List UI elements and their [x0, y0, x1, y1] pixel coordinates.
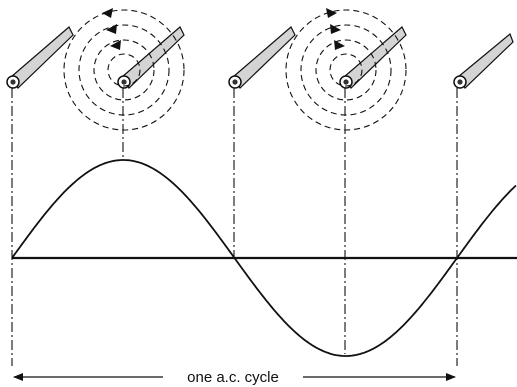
conductor-core	[457, 79, 463, 85]
cycle-span: one a.c. cycle	[13, 369, 456, 386]
guide-lines	[11, 88, 458, 366]
field-ring	[285, 9, 407, 131]
conductor-1	[6, 26, 74, 89]
conductor-body	[232, 26, 296, 89]
cycle-label: one a.c. cycle	[187, 369, 279, 386]
conductor-core	[232, 79, 238, 85]
arrow-right-icon	[330, 24, 341, 34]
arrow-right-icon	[326, 8, 337, 18]
field-arrows-clockwise	[326, 8, 345, 50]
field-ring	[107, 53, 141, 87]
arrow-left-icon	[106, 24, 117, 34]
field-ring	[78, 24, 170, 116]
magnetic-field-1	[63, 9, 185, 131]
arrow-left-icon	[110, 40, 121, 50]
conductor-5	[453, 33, 514, 89]
field-arrows-counter-clockwise	[102, 8, 121, 50]
field-ring	[329, 53, 363, 87]
conductor-core	[121, 79, 127, 85]
conductor-body	[10, 26, 74, 89]
conductor-3	[228, 26, 296, 89]
field-ring	[93, 39, 155, 101]
field-ring	[300, 24, 392, 116]
magnetic-field-2	[285, 9, 407, 131]
field-ring	[63, 9, 185, 131]
ac-waveform	[11, 159, 517, 357]
arrow-right-icon	[334, 40, 345, 50]
arrow-left-icon	[102, 8, 113, 18]
field-ring	[315, 39, 377, 101]
conductor-core	[343, 79, 349, 85]
conductor-core	[10, 79, 16, 85]
